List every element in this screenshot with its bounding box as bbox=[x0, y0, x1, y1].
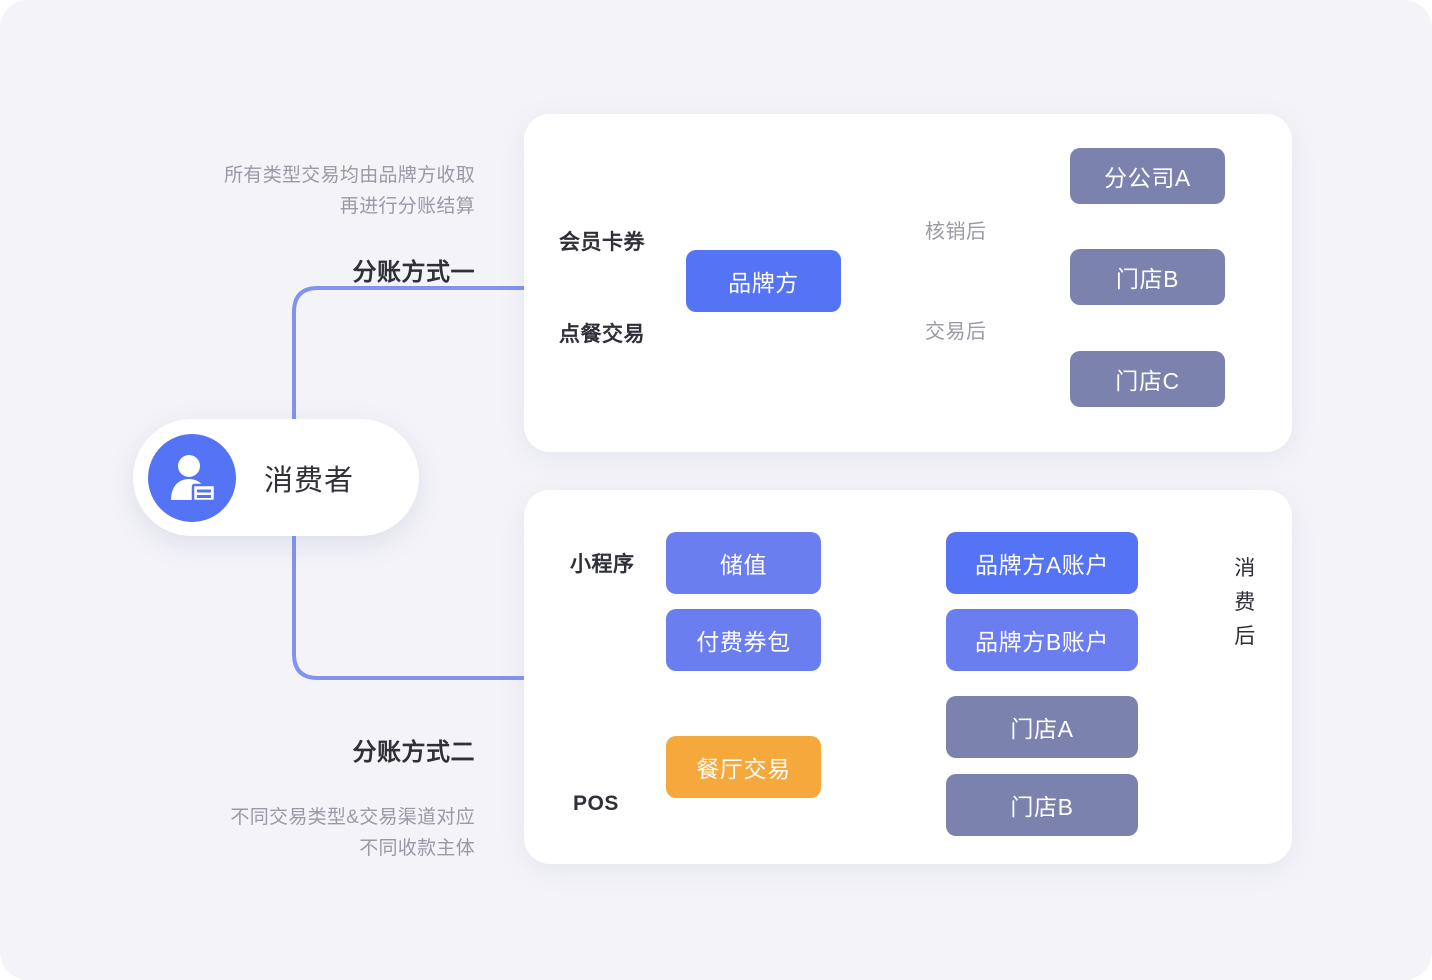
edge-label-after-redeem: 核销后 bbox=[925, 221, 987, 243]
node-store-c-label: 门店C bbox=[1115, 368, 1180, 394]
node-brand-b-account[interactable]: 品牌方B账户 bbox=[946, 609, 1138, 671]
edge-label-after-consumption: 消费后 bbox=[1234, 557, 1256, 648]
edge-label-miniprogram: 小程序 bbox=[570, 553, 635, 576]
node-store-a-label: 门店A bbox=[1010, 716, 1074, 742]
node-store-b[interactable]: 门店B bbox=[1070, 249, 1225, 305]
node-store-b-settlement-label: 门店B bbox=[1010, 794, 1074, 820]
node-brand-b-account-label: 品牌方B账户 bbox=[975, 629, 1109, 655]
edge-label-after-transaction: 交易后 bbox=[925, 321, 987, 343]
node-brand-a-account-label: 品牌方A账户 bbox=[975, 552, 1109, 578]
caption-two-title: 分账方式二 bbox=[352, 739, 475, 766]
consumer-node[interactable]: 消费者 bbox=[133, 419, 419, 536]
caption-mode-one: 所有类型交易均由品牌方收取 再进行分账结算 分账方式一 bbox=[60, 142, 475, 308]
avatar bbox=[148, 433, 236, 522]
caption-one-subtitle: 所有类型交易均由品牌方收取 再进行分账结算 bbox=[224, 165, 475, 217]
node-store-b-settlement[interactable]: 门店B bbox=[946, 774, 1138, 836]
node-brand-a-account[interactable]: 品牌方A账户 bbox=[946, 532, 1138, 594]
node-branch-company-a-label: 分公司A bbox=[1104, 165, 1191, 191]
node-brand-owner[interactable]: 品牌方 bbox=[686, 250, 841, 312]
node-paid-coupon-pack[interactable]: 付费券包 bbox=[666, 609, 821, 671]
consumer-label: 消费者 bbox=[264, 464, 355, 497]
node-stored-value-label: 储值 bbox=[719, 552, 768, 578]
node-store-a[interactable]: 门店A bbox=[946, 696, 1138, 758]
card-settlement-mode-two bbox=[524, 490, 1292, 864]
node-paid-coupon-pack-label: 付费券包 bbox=[696, 629, 791, 655]
edge-label-pos: POS bbox=[573, 792, 619, 815]
caption-mode-two: 分账方式二 不同交易类型&交易渠道对应 不同收款主体 bbox=[60, 718, 475, 882]
node-stored-value[interactable]: 储值 bbox=[666, 532, 821, 594]
caption-one-title: 分账方式一 bbox=[352, 259, 475, 286]
edge-label-member-card: 会员卡券 bbox=[559, 231, 645, 254]
node-restaurant-transaction[interactable]: 餐厅交易 bbox=[666, 736, 821, 798]
node-restaurant-transaction-label: 餐厅交易 bbox=[696, 756, 791, 782]
node-store-b-label: 门店B bbox=[1115, 266, 1180, 292]
node-branch-company-a[interactable]: 分公司A bbox=[1070, 148, 1225, 204]
user-id-card-icon bbox=[171, 454, 217, 502]
caption-two-subtitle: 不同交易类型&交易渠道对应 不同收款主体 bbox=[230, 807, 475, 859]
node-brand-owner-label: 品牌方 bbox=[728, 270, 799, 296]
edge-label-order-transaction: 点餐交易 bbox=[559, 323, 645, 346]
node-store-c[interactable]: 门店C bbox=[1070, 351, 1225, 407]
